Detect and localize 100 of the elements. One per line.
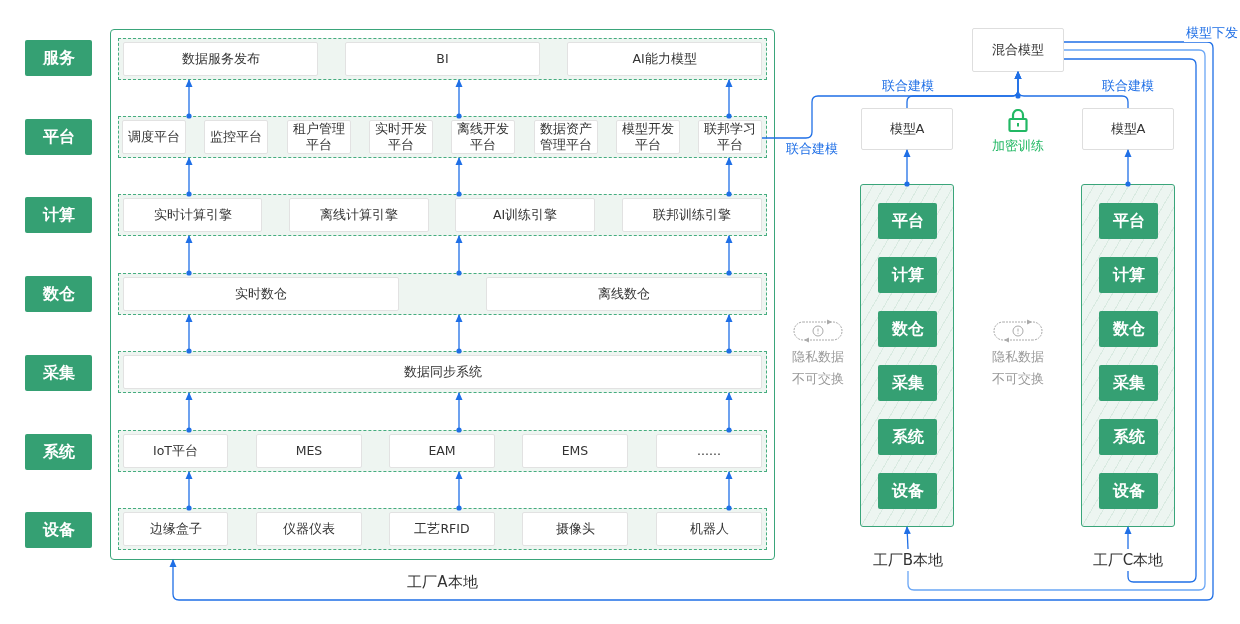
- box-label: 计算: [1111, 264, 1146, 286]
- arrow: [455, 314, 463, 354]
- arrow: [185, 235, 193, 276]
- layer-tag: [25, 355, 92, 391]
- layer-tag: [1099, 473, 1158, 509]
- box-label: 摄像头: [554, 521, 596, 537]
- layer-band: [118, 430, 767, 472]
- box-label: 实时数仓: [234, 286, 288, 302]
- box-label: 工厂B本地: [871, 550, 945, 570]
- box-label: 模型开发平台: [621, 121, 675, 153]
- box-label: 计算: [41, 204, 76, 226]
- layer-tag: [878, 203, 937, 239]
- module-box: [567, 42, 762, 76]
- module-box: [656, 434, 762, 468]
- module-box: [123, 512, 228, 546]
- box-label: 设备: [41, 519, 76, 541]
- arrow: [169, 41, 1214, 601]
- arrow: [903, 149, 911, 187]
- box-label: 设备: [1111, 480, 1146, 502]
- layer-tag: [25, 434, 92, 470]
- model-box: [1082, 108, 1174, 150]
- edge-label: 模型下发: [1184, 24, 1240, 42]
- layer-tag: [878, 473, 937, 509]
- arrow: [185, 471, 193, 511]
- module-box: [345, 42, 540, 76]
- box-label: 租户管理平台: [292, 121, 346, 153]
- box-label: 系统: [41, 441, 76, 463]
- box-label: AI训练引擎: [491, 207, 559, 223]
- box-label: 平台: [1111, 210, 1146, 232]
- box-label: ......: [696, 443, 722, 459]
- box-label: 工艺RFID: [413, 521, 471, 537]
- layer-tag: [25, 512, 92, 548]
- arrow: [1124, 526, 1132, 550]
- box-label: 联邦学习平台: [703, 121, 757, 153]
- box-label: 平台: [41, 126, 76, 148]
- module-box: [289, 198, 429, 232]
- box-label: 计算: [890, 264, 925, 286]
- arrow: [1014, 71, 1129, 109]
- box-label: 边缘盒子: [148, 521, 203, 537]
- connector-line: [1063, 58, 1197, 583]
- arrow: [185, 392, 193, 433]
- arrow: [455, 471, 463, 511]
- layer-tag: [878, 311, 937, 347]
- arrow: [725, 392, 733, 433]
- module-box: [522, 512, 628, 546]
- layer-tag: [25, 40, 92, 76]
- box-label: IoT平台: [152, 443, 199, 459]
- arrow: [455, 157, 463, 197]
- module-box: [256, 434, 362, 468]
- module-box: [123, 434, 228, 468]
- layer-tag: [878, 257, 937, 293]
- module-box: [204, 120, 268, 154]
- arrow: [725, 79, 733, 119]
- box-label: MES: [294, 443, 324, 459]
- box-label: 平台: [890, 210, 925, 232]
- edge-label: 联合建模: [880, 77, 936, 95]
- arrow: [455, 392, 463, 433]
- module-box: [123, 198, 262, 232]
- box-label: BI: [435, 51, 450, 67]
- layer-tag: [25, 197, 92, 233]
- factory-panel: [1081, 184, 1175, 527]
- privacy-note: 隐私数据不可交换: [792, 348, 844, 388]
- arrow: [903, 526, 911, 550]
- module-box: [122, 120, 186, 154]
- model-box: [861, 108, 953, 150]
- box-label: 系统: [890, 426, 925, 448]
- box-label: 离线数仓: [597, 286, 651, 302]
- factory-panel: [860, 184, 954, 527]
- layer-tag: [878, 419, 937, 455]
- box-label: 设备: [890, 480, 925, 502]
- box-label: 实时计算引擎: [152, 207, 233, 223]
- arrow: [725, 157, 733, 197]
- layer-band: [118, 38, 767, 80]
- module-box: [522, 434, 628, 468]
- layer-tag: [25, 119, 92, 155]
- box-label: 采集: [41, 362, 76, 384]
- box-label: 监控平台: [209, 129, 263, 145]
- box-label: 混合模型: [991, 41, 1045, 59]
- arrow: [725, 235, 733, 276]
- box-label: 联邦训练引擎: [652, 207, 732, 223]
- layer-tag: [25, 276, 92, 312]
- box-label: 离线计算引擎: [319, 207, 399, 223]
- module-box: [256, 512, 362, 546]
- layer-band: [118, 508, 767, 550]
- layer-band: [118, 194, 767, 236]
- arrow: [725, 314, 733, 354]
- box-label: EMS: [560, 443, 590, 459]
- model-box: [972, 28, 1064, 72]
- layer-tag: [1099, 203, 1158, 239]
- arrow: [185, 157, 193, 197]
- box-label: 采集: [890, 372, 925, 394]
- module-box: [389, 434, 495, 468]
- module-box: [486, 277, 762, 311]
- module-box: [389, 512, 495, 546]
- box-label: 服务: [41, 47, 76, 69]
- factory-label: 工厂A本地: [406, 573, 479, 592]
- layer-tag: [1099, 419, 1158, 455]
- layer-tag: [878, 365, 937, 401]
- module-box: [123, 277, 399, 311]
- box-label: AI能力模型: [631, 51, 698, 67]
